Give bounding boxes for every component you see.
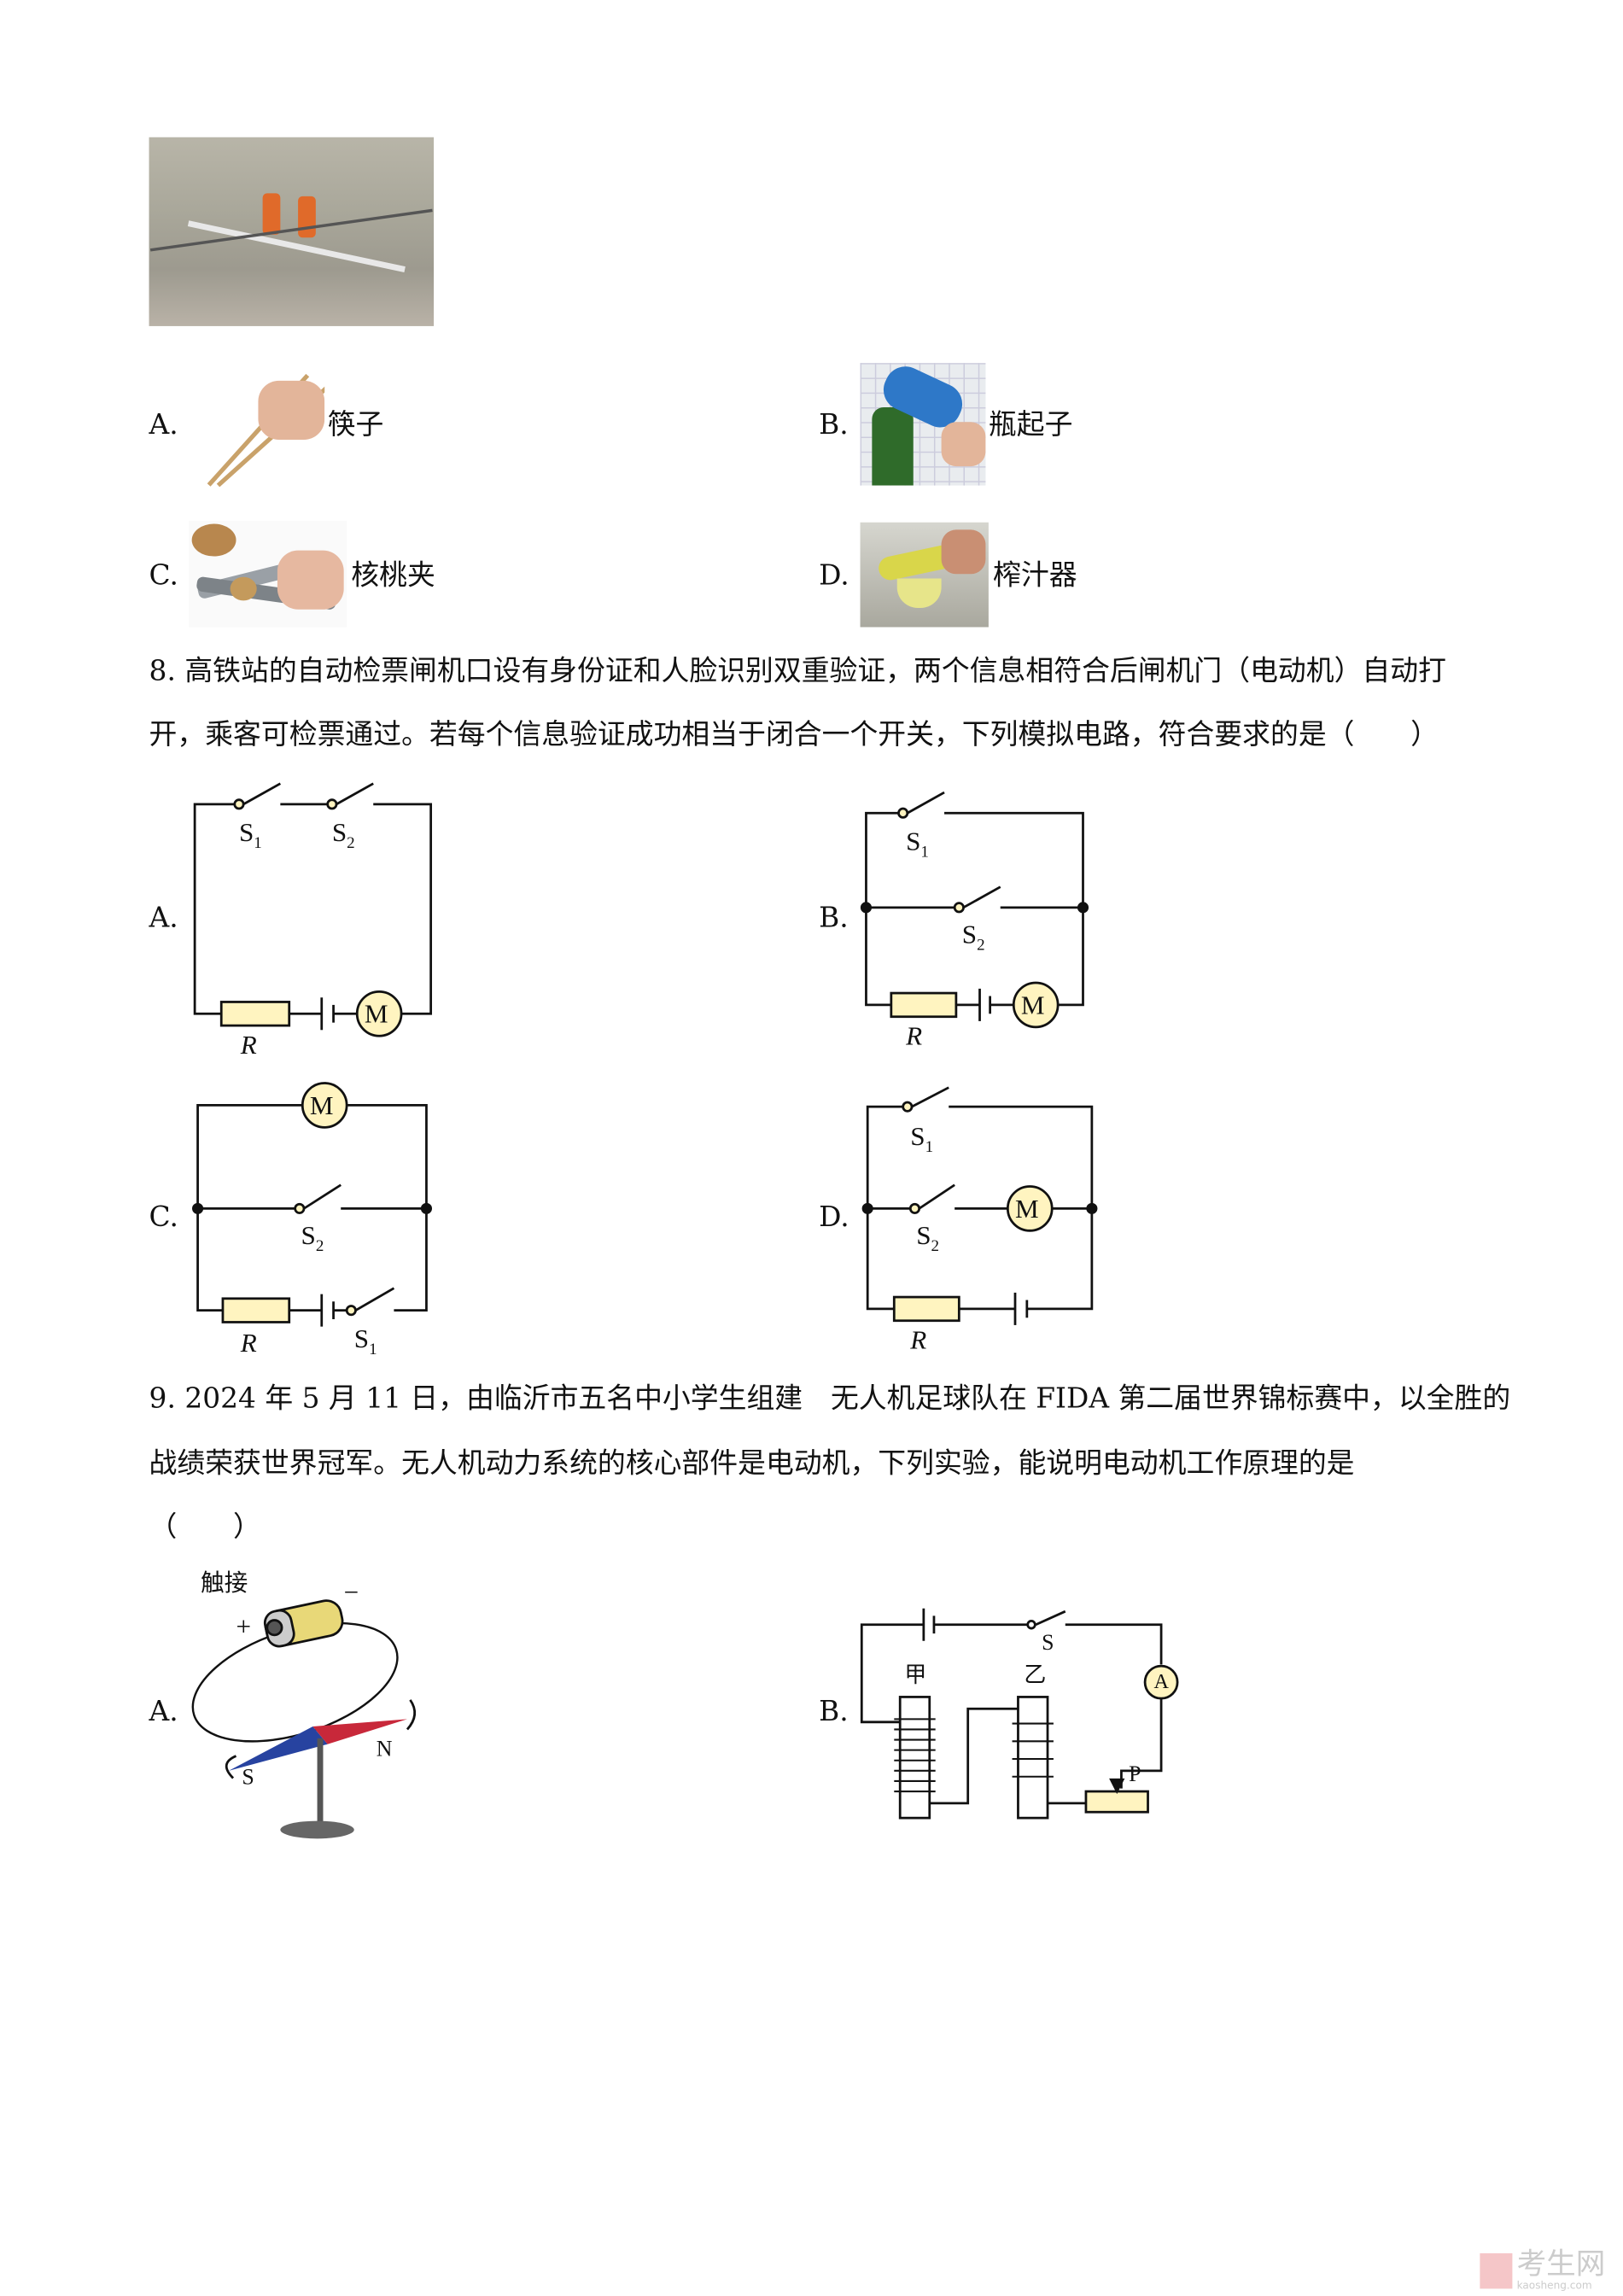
q9-option-a-letter[interactable]: A. (149, 1695, 178, 1728)
oersted-experiment (191, 1599, 417, 1839)
q7-option-c-letter[interactable]: C. (149, 558, 178, 593)
motor-a (355, 990, 403, 1037)
watermark-logo: 考生网 kaosheng.com (1480, 2249, 1605, 2292)
q7-option-a-text: 筷子 (327, 408, 384, 441)
q9-option-b-letter[interactable]: B. (819, 1695, 849, 1728)
resistor-a (219, 1001, 291, 1027)
label-r-c: R (240, 1328, 257, 1358)
q8-stem-line2: 开，乘客可检票通过。若每个信息验证成功相当于闭合一个开关，下列模拟电路，符合要求… (149, 718, 1439, 751)
label-r-b: R (906, 1020, 923, 1051)
q7-option-d-text: 榨汁器 (993, 558, 1077, 593)
label-s1-b: S1 (906, 826, 929, 862)
circuit-b (860, 791, 1089, 1029)
q8-option-c-letter[interactable]: C. (149, 1201, 178, 1234)
watermark-cn: 考生网 (1516, 2246, 1606, 2281)
label-r-d: R (910, 1324, 927, 1355)
label-yi: 乙 (1024, 1664, 1047, 1689)
q9-stem-line2: 战绩荣获世界冠军。无人机动力系统的核心部件是电动机，下列实验，能说明电动机工作原… (149, 1447, 1355, 1481)
label-s1-d: S1 (910, 1121, 934, 1157)
bottle-opener-photo (860, 363, 986, 486)
label-m-a: M (364, 998, 388, 1029)
label-ammeter: A (1153, 1672, 1169, 1694)
juicer-photo (860, 522, 989, 628)
q9-stem-line1: 9. 2024 年 5 月 11 日，由临沂市五名中小学生组建 无人机足球队在 … (149, 1382, 1511, 1416)
label-m-c: M (309, 1090, 334, 1120)
circuit-a (193, 782, 433, 1037)
q7-option-b-text: 瓶起子 (988, 408, 1073, 441)
q7-option-c-text: 核桃夹 (351, 558, 435, 593)
label-s2-d: S2 (916, 1220, 940, 1255)
nutcracker-photo (189, 521, 347, 628)
label-s-pole: S (242, 1766, 254, 1791)
watermark-en: kaosheng.com (1516, 2280, 1592, 2292)
label-s2-c: S2 (301, 1220, 324, 1255)
label-s1-a: S1 (238, 817, 262, 853)
q8-option-a-letter[interactable]: A. (149, 901, 178, 934)
q9-stem-line3: （ ） (149, 1510, 261, 1544)
circuit-d (861, 1086, 1098, 1325)
label-s1-c: S1 (353, 1323, 377, 1358)
label-minus: − (343, 1577, 359, 1608)
q8-option-d-letter[interactable]: D. (819, 1201, 849, 1234)
circuit-c (192, 1082, 433, 1327)
label-slider-p: P (1129, 1763, 1141, 1787)
q7-option-b-letter[interactable]: B. (819, 408, 849, 441)
label-s2-b: S2 (961, 919, 985, 955)
q8-option-b-letter[interactable]: B. (819, 901, 849, 934)
rowing-photo (149, 137, 435, 326)
chopsticks-photo (192, 366, 325, 488)
label-m-d: M (1015, 1194, 1039, 1224)
q8-stem-line1: 8. 高铁站的自动检票闸机口设有身份证和人脸识别双重验证，两个信息相符合后闸机门… (149, 655, 1446, 688)
label-switch-s: S (1042, 1632, 1054, 1656)
label-jia: 甲 (904, 1664, 927, 1689)
label-touch: 触接 (201, 1571, 248, 1597)
label-m-b: M (1020, 990, 1045, 1020)
label-plus: + (236, 1611, 252, 1641)
electromagnet-experiment (860, 1608, 1179, 1820)
watermark-mark-icon (1480, 2252, 1513, 2288)
q7-option-d-letter[interactable]: D. (819, 558, 849, 593)
label-r-a: R (240, 1030, 257, 1060)
label-n-pole: N (376, 1738, 393, 1762)
q7-option-a-letter[interactable]: A. (149, 408, 178, 441)
label-s2-a: S2 (331, 817, 355, 853)
